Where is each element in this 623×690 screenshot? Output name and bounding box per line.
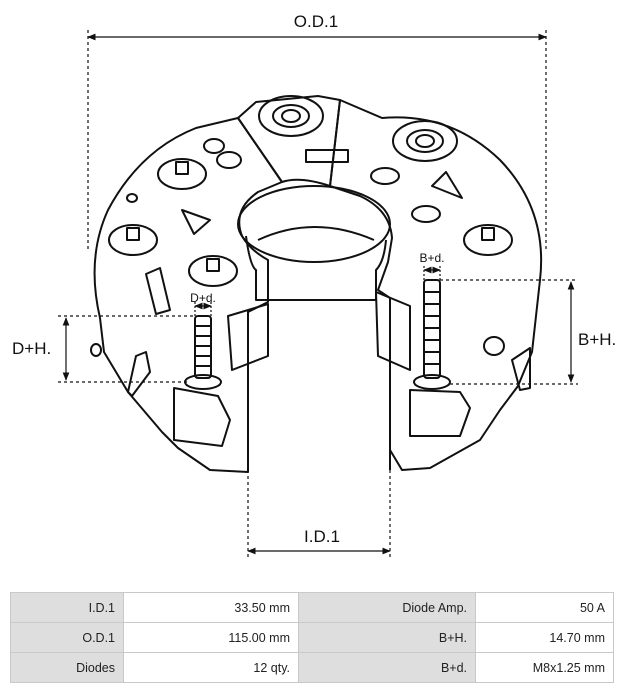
spec-key: B+d.: [298, 652, 476, 683]
table-row: Diodes 12 qty. B+d. M8x1.25 mm: [10, 652, 614, 683]
bh-dimension: [440, 279, 578, 385]
spec-key: Diode Amp.: [298, 592, 476, 623]
bd-dimension: [423, 266, 441, 280]
bd-label: B+d.: [419, 251, 444, 265]
rectifier-drawing: O.D.1 I.D.1 D+H. D+d. B+H. B+d.: [12, 12, 616, 560]
rectifier-body: [90, 95, 543, 473]
dh-dimension: [58, 315, 195, 383]
spec-value: 33.50 mm: [123, 592, 299, 623]
spec-key: B+H.: [298, 622, 476, 653]
spec-value: 14.70 mm: [475, 622, 614, 653]
spec-value: 115.00 mm: [123, 622, 299, 653]
b-plus-bolt: [413, 279, 451, 390]
spec-value: M8x1.25 mm: [475, 652, 614, 683]
spec-value: 12 qty.: [123, 652, 299, 683]
od1-dimension: [87, 30, 547, 250]
dh-label: D+H.: [12, 339, 51, 358]
dd-label: D+d.: [190, 291, 216, 305]
spec-value: 50 A: [475, 592, 614, 623]
od1-label: O.D.1: [294, 12, 338, 31]
spec-table: I.D.1 33.50 mm Diode Amp. 50 A O.D.1 115…: [10, 592, 614, 683]
d-plus-bolt: [184, 315, 222, 390]
spec-key: O.D.1: [10, 622, 124, 653]
spec-key: Diodes: [10, 652, 124, 683]
table-row: I.D.1 33.50 mm Diode Amp. 50 A: [10, 592, 614, 623]
dd-dimension: [194, 302, 212, 316]
bh-label: B+H.: [578, 330, 616, 349]
id1-label: I.D.1: [304, 527, 340, 546]
table-row: O.D.1 115.00 mm B+H. 14.70 mm: [10, 622, 614, 653]
id1-dimension: [247, 470, 391, 560]
spec-key: I.D.1: [10, 592, 124, 623]
